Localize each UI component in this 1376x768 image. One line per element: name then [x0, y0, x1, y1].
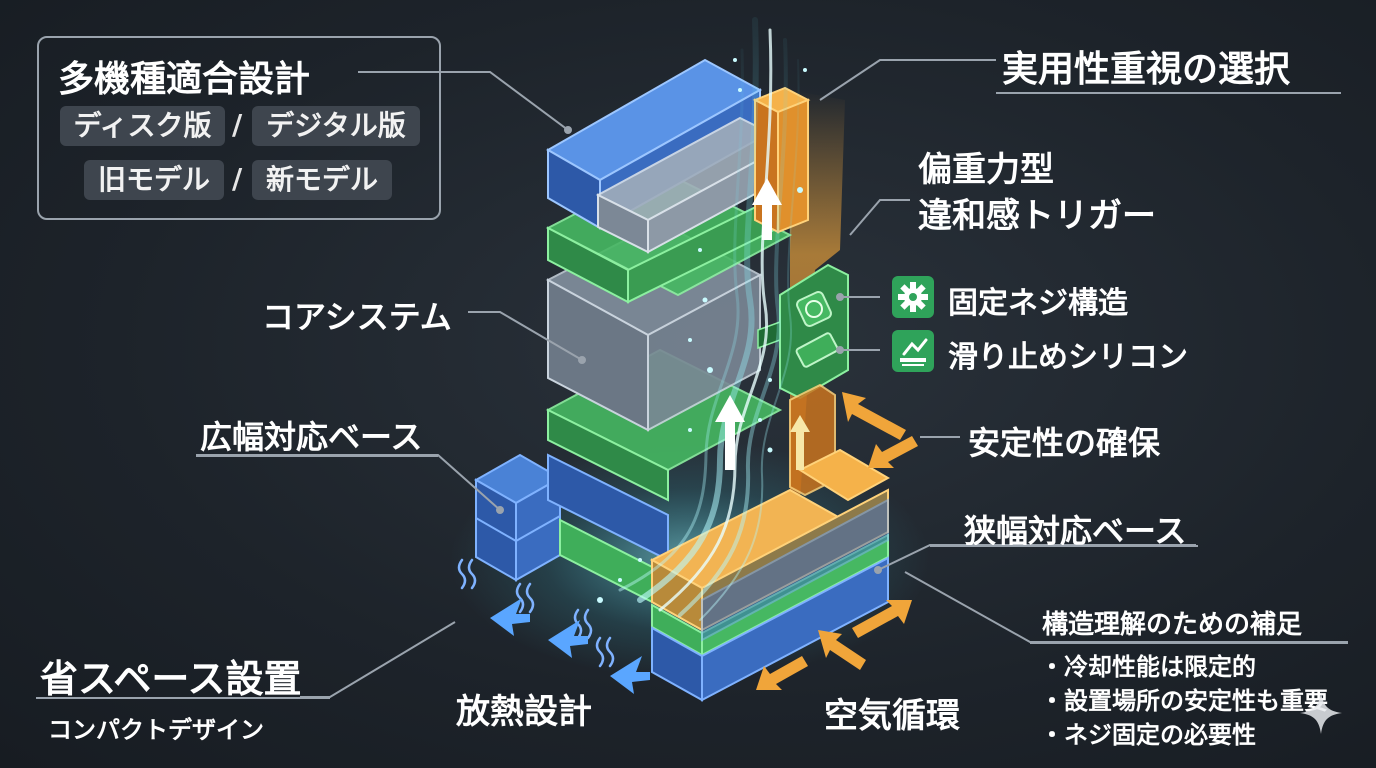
pill-old-model: 旧モデル — [84, 160, 224, 200]
pill-digital-edition: デジタル版 — [252, 106, 420, 146]
label-screw-structure: 固定ネジ構造 — [948, 286, 1128, 321]
silicone-pad-icon — [892, 330, 934, 372]
label-space-saving: 省スペース設置 — [40, 657, 302, 701]
label-wide-base: 広幅対応ベース — [200, 418, 423, 456]
panel-title: 多機種適合設計 — [58, 59, 311, 100]
label-narrow-base: 狭幅対応ベース — [964, 512, 1187, 550]
pill-separator: / — [232, 162, 243, 195]
pill-disc-edition: ディスク版 — [60, 106, 225, 146]
underline-space-saving — [36, 697, 330, 699]
sparkle-icon — [1300, 692, 1342, 734]
inflow-arrows — [490, 598, 650, 694]
label-stability: 安定性の確保 — [968, 424, 1161, 462]
flow-up-arrows — [715, 178, 810, 470]
label-gravity-line2: 違和感トリガー — [918, 196, 1156, 236]
pill-new-model: 新モデル — [252, 160, 392, 200]
side-plate — [757, 263, 849, 400]
label-heat-design: 放熱設計 — [456, 692, 592, 732]
stability-arrows — [842, 392, 918, 468]
underline-narrow-base — [930, 545, 1198, 547]
supplement-list: 冷却性能は限定的 設置場所の安定性も重要 ネジ固定の必要性 — [1040, 650, 1328, 752]
supplement-item: 冷却性能は限定的 — [1040, 650, 1328, 684]
multi-model-panel — [37, 36, 441, 220]
supplement-item: 設置場所の安定性も重要 — [1040, 684, 1328, 718]
supplement-title: 構造理解のための補足 — [1042, 610, 1303, 640]
label-air-circulation: 空気循環 — [824, 696, 960, 736]
label-core-system: コアシステム — [262, 298, 452, 336]
sparkle-dots — [597, 58, 807, 603]
label-compact-design: コンパクトデザイン — [48, 716, 264, 744]
underline-wide-base — [196, 455, 438, 457]
heat-dissipation-icons — [457, 558, 615, 668]
gear-icon — [892, 276, 934, 318]
air-flow-streams — [618, 17, 800, 621]
label-practical-choice: 実用性重視の選択 — [1002, 49, 1291, 90]
wide-base-block — [473, 453, 563, 582]
underline-practical-choice — [996, 92, 1341, 94]
pill-separator: / — [232, 108, 243, 141]
label-silicone: 滑り止めシリコン — [948, 340, 1188, 375]
label-gravity-line1: 偏重力型 — [918, 150, 1054, 190]
underline-supplement — [1030, 642, 1348, 644]
supplement-item: ネジ固定の必要性 — [1040, 718, 1328, 752]
circulation-arrows — [756, 600, 912, 690]
